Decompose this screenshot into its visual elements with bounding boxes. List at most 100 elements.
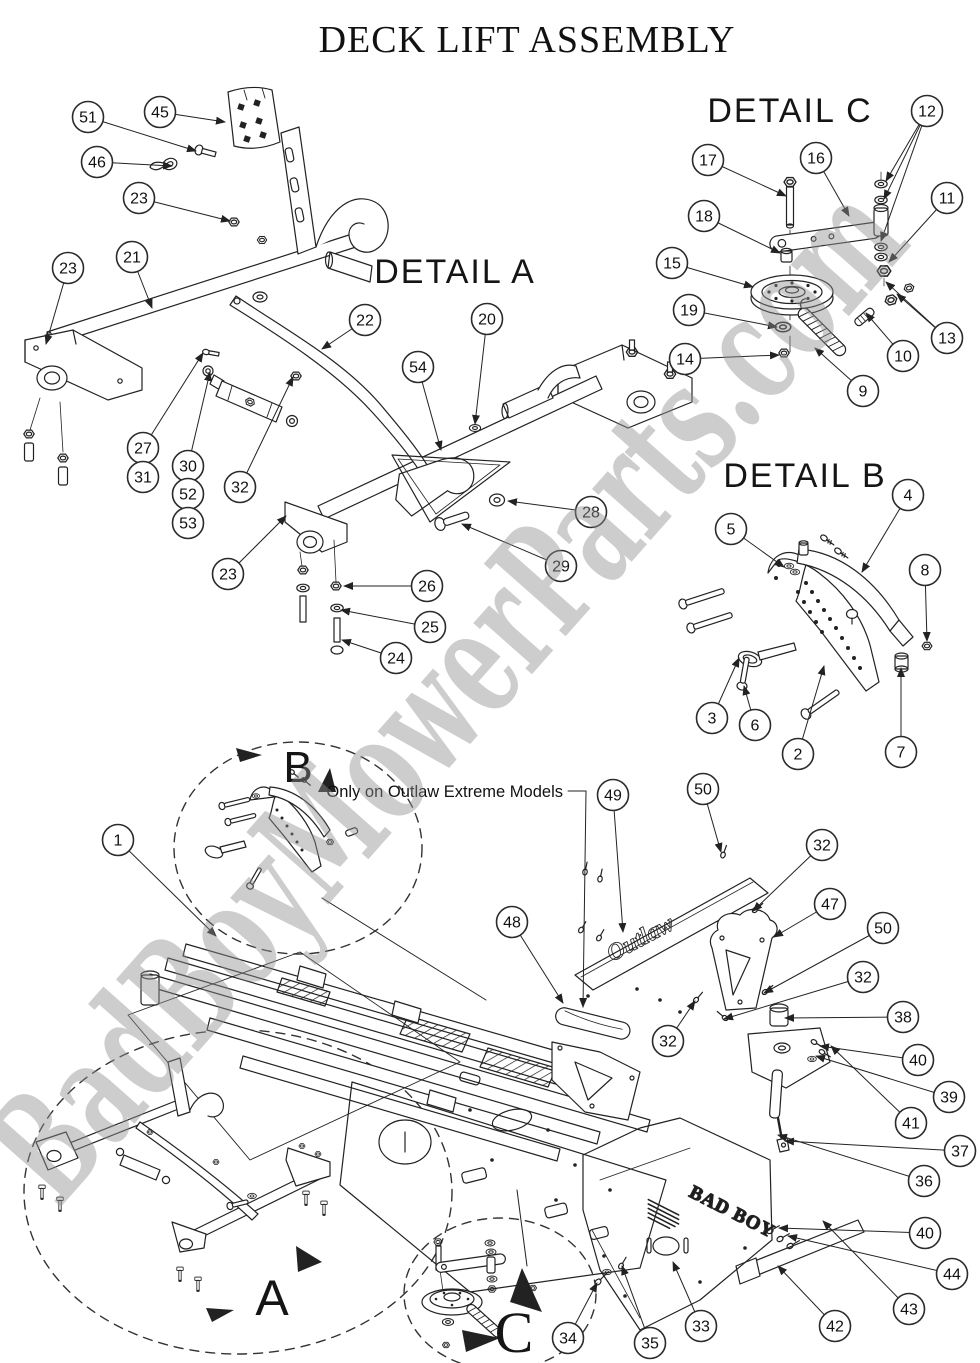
callout-19[interactable]: 19 (672, 293, 778, 330)
callout-25[interactable]: 25 (340, 607, 447, 644)
svg-text:50: 50 (694, 782, 712, 799)
area-letter-a: A (255, 1270, 289, 1326)
callout-23[interactable]: 23 (44, 251, 85, 345)
callout-8[interactable]: 8 (908, 553, 942, 642)
callout-41[interactable]: 41 (830, 1045, 928, 1140)
callout-6[interactable]: 6 (738, 685, 772, 742)
callout-42[interactable]: 42 (777, 1265, 852, 1343)
callout-15[interactable]: 15 (655, 246, 754, 289)
svg-text:32: 32 (231, 480, 249, 497)
svg-text:7: 7 (897, 745, 906, 762)
callout-23[interactable]: 23 (122, 181, 231, 223)
deck-lift-handle (551, 1007, 641, 1121)
callout-17[interactable]: 17 (691, 143, 787, 197)
callout-37[interactable]: 37 (784, 1134, 977, 1168)
svg-text:43: 43 (900, 1302, 918, 1319)
callout-10[interactable]: 10 (865, 312, 920, 373)
svg-text:29: 29 (552, 559, 570, 576)
handle-bracket-detail (709, 908, 778, 1011)
callout-24[interactable]: 24 (341, 639, 413, 675)
svg-text:11: 11 (939, 191, 956, 208)
callout-2[interactable]: 2 (781, 665, 826, 771)
callout-22[interactable]: 22 (321, 303, 382, 350)
svg-text:24: 24 (387, 651, 405, 668)
callout-48[interactable]: 48 (495, 905, 564, 1004)
upper-shaft (45, 233, 357, 346)
svg-text:33: 33 (692, 1319, 710, 1336)
callout-26[interactable]: 26 (343, 569, 444, 603)
callout-9[interactable]: 9 (814, 347, 880, 408)
callout-14[interactable]: 14 (668, 342, 780, 376)
callout-50[interactable]: 50 (686, 772, 723, 853)
svg-text:47: 47 (821, 897, 839, 914)
callout-27[interactable]: 27 (126, 352, 204, 465)
callout-11[interactable]: 11 (888, 181, 964, 263)
svg-text:40: 40 (909, 1053, 927, 1070)
callout-1[interactable]: 1 (101, 823, 217, 937)
callout-33[interactable]: 33 (672, 1261, 718, 1343)
svg-text:32: 32 (813, 838, 831, 855)
callout-21[interactable]: 21 (115, 240, 153, 309)
callout-32[interactable]: 32 (651, 1000, 696, 1058)
callout-38[interactable]: 38 (784, 1000, 920, 1034)
callout-40[interactable]: 40 (819, 1043, 935, 1077)
bumper-bar (735, 1219, 865, 1285)
lift-link (229, 295, 431, 477)
callout-51[interactable]: 51 (71, 100, 197, 153)
callout-36[interactable]: 36 (777, 1133, 941, 1198)
callout-13[interactable]: 13 (885, 281, 964, 355)
callout-45[interactable]: 45 (143, 95, 226, 129)
svg-text:18: 18 (695, 209, 713, 226)
right-axle-bracket (557, 339, 693, 429)
detail-b-area-circle (173, 741, 423, 955)
callout-39[interactable]: 39 (815, 1054, 966, 1114)
svg-text:25: 25 (421, 620, 439, 637)
callout-43[interactable]: 43 (822, 1220, 926, 1326)
callout-35[interactable]: 35 (621, 1265, 667, 1360)
svg-text:23: 23 (219, 567, 237, 584)
svg-text:17: 17 (699, 153, 717, 170)
callout-40[interactable]: 40 (778, 1216, 942, 1250)
callout-47[interactable]: 47 (773, 887, 847, 938)
callout-16[interactable]: 16 (799, 141, 850, 217)
svg-text:5: 5 (727, 522, 736, 539)
callout-32[interactable]: 32 (223, 376, 294, 504)
svg-text:51: 51 (79, 110, 97, 127)
callout-12[interactable]: 12 (880, 94, 944, 242)
callout-28[interactable]: 28 (507, 495, 608, 529)
svg-text:49: 49 (604, 788, 622, 805)
callout-20[interactable]: 20 (470, 302, 504, 425)
svg-text:32: 32 (659, 1034, 677, 1051)
callout-29[interactable]: 29 (461, 523, 578, 583)
callout-50[interactable]: 50 (763, 911, 900, 994)
callout-5[interactable]: 5 (714, 512, 785, 568)
svg-text:13: 13 (938, 331, 956, 348)
svg-text:10: 10 (894, 349, 912, 366)
callout-52[interactable]: 52 (171, 477, 205, 511)
callout-44[interactable]: 44 (787, 1234, 969, 1291)
detail-b-label: DETAIL B (723, 457, 886, 495)
svg-text:46: 46 (88, 155, 106, 172)
callout-31[interactable]: 31 (126, 460, 160, 494)
callout-53[interactable]: 53 (171, 506, 205, 540)
svg-text:1: 1 (114, 833, 123, 850)
callout-3[interactable]: 3 (695, 657, 740, 735)
actuator-mount (747, 1003, 831, 1153)
callout-46[interactable]: 46 (80, 145, 173, 179)
callout-4[interactable]: 4 (861, 478, 925, 573)
callout-54[interactable]: 54 (401, 350, 443, 451)
callout-34[interactable]: 34 (551, 1282, 598, 1355)
callout-49[interactable]: 49 (596, 778, 630, 933)
callout-23[interactable]: 23 (211, 515, 287, 591)
callout-32[interactable]: 32 (723, 960, 880, 1021)
svg-text:23: 23 (59, 261, 77, 278)
svg-text:9: 9 (859, 384, 868, 401)
callout-7[interactable]: 7 (884, 667, 918, 769)
callout-18[interactable]: 18 (687, 199, 781, 254)
svg-text:30: 30 (179, 459, 197, 476)
page-title: DECK LIFT ASSEMBLY (319, 19, 736, 61)
callout-30[interactable]: 30 (171, 371, 212, 483)
callout-32[interactable]: 32 (752, 828, 839, 912)
